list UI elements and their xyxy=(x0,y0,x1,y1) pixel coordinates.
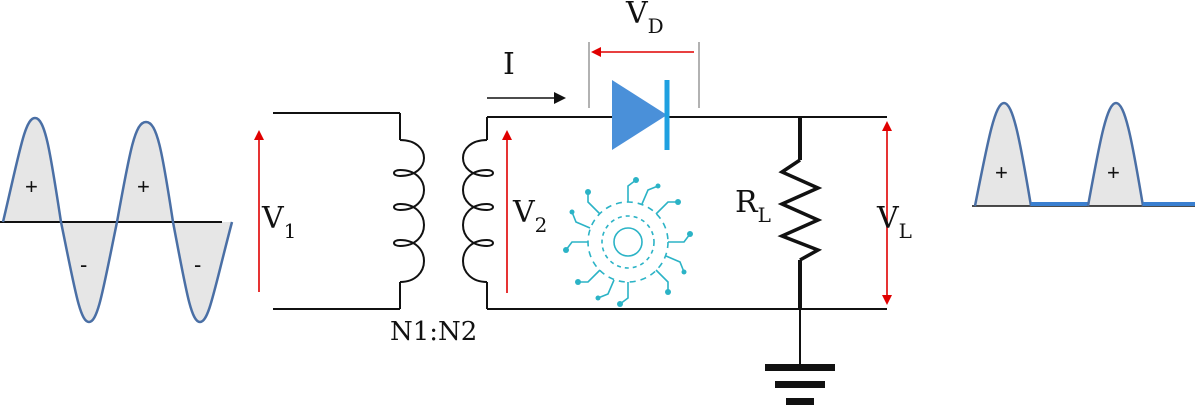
logo-ring-middle xyxy=(601,215,655,269)
output-waveform: + + xyxy=(972,101,1195,207)
output-wave-fill-1 xyxy=(975,103,1031,206)
secondary-circuit: V2 xyxy=(486,116,887,310)
primary-circuit: V1 xyxy=(254,112,401,310)
output-wave-fill-2 xyxy=(1088,103,1143,206)
input-sign-3: + xyxy=(137,174,150,199)
resistor-icon: RL xyxy=(735,117,823,309)
input-wave-fill-negative-2 xyxy=(173,222,232,322)
logo-traces xyxy=(565,179,691,305)
ground-icon xyxy=(765,309,835,405)
vl-indicator: VL xyxy=(876,121,912,305)
input-waveform: + - + - xyxy=(0,116,234,324)
turns-ratio-label: N1:N2 xyxy=(390,317,477,347)
output-wave-curve-2 xyxy=(1086,101,1145,207)
diode-icon xyxy=(612,80,670,150)
secondary-coil xyxy=(462,139,494,283)
transformer-icon: N1:N2 xyxy=(390,139,494,347)
input-sign-2: - xyxy=(80,252,87,277)
circuit-logo-icon xyxy=(563,177,693,307)
input-sign-4: - xyxy=(194,252,201,277)
vl-label: VL xyxy=(876,201,912,243)
logo-nodes xyxy=(563,177,693,307)
output-wave-curve-1 xyxy=(973,101,1033,207)
output-sign-1: + xyxy=(995,160,1008,185)
vd-indicator: VD xyxy=(588,0,700,108)
ground-bar-1 xyxy=(765,364,835,371)
ground-bar-3 xyxy=(786,398,814,405)
primary-coil xyxy=(393,139,425,283)
logo-ring-inner xyxy=(613,227,643,257)
input-wave-fill-positive-1 xyxy=(3,118,61,222)
v1-label: V1 xyxy=(261,201,296,243)
current-indicator: I xyxy=(487,47,566,104)
diode-triangle xyxy=(612,80,667,150)
vd-label: VD xyxy=(625,0,664,38)
input-wave-fill-negative-1 xyxy=(61,222,117,322)
input-wave-curve xyxy=(1,116,234,324)
current-label: I xyxy=(503,47,515,82)
resistor-zigzag xyxy=(777,158,823,262)
input-sign-1: + xyxy=(25,174,38,199)
v2-label: V2 xyxy=(512,195,547,237)
ground-bar-2 xyxy=(775,381,825,388)
output-sign-2: + xyxy=(1107,160,1120,185)
rl-label: RL xyxy=(735,185,771,227)
